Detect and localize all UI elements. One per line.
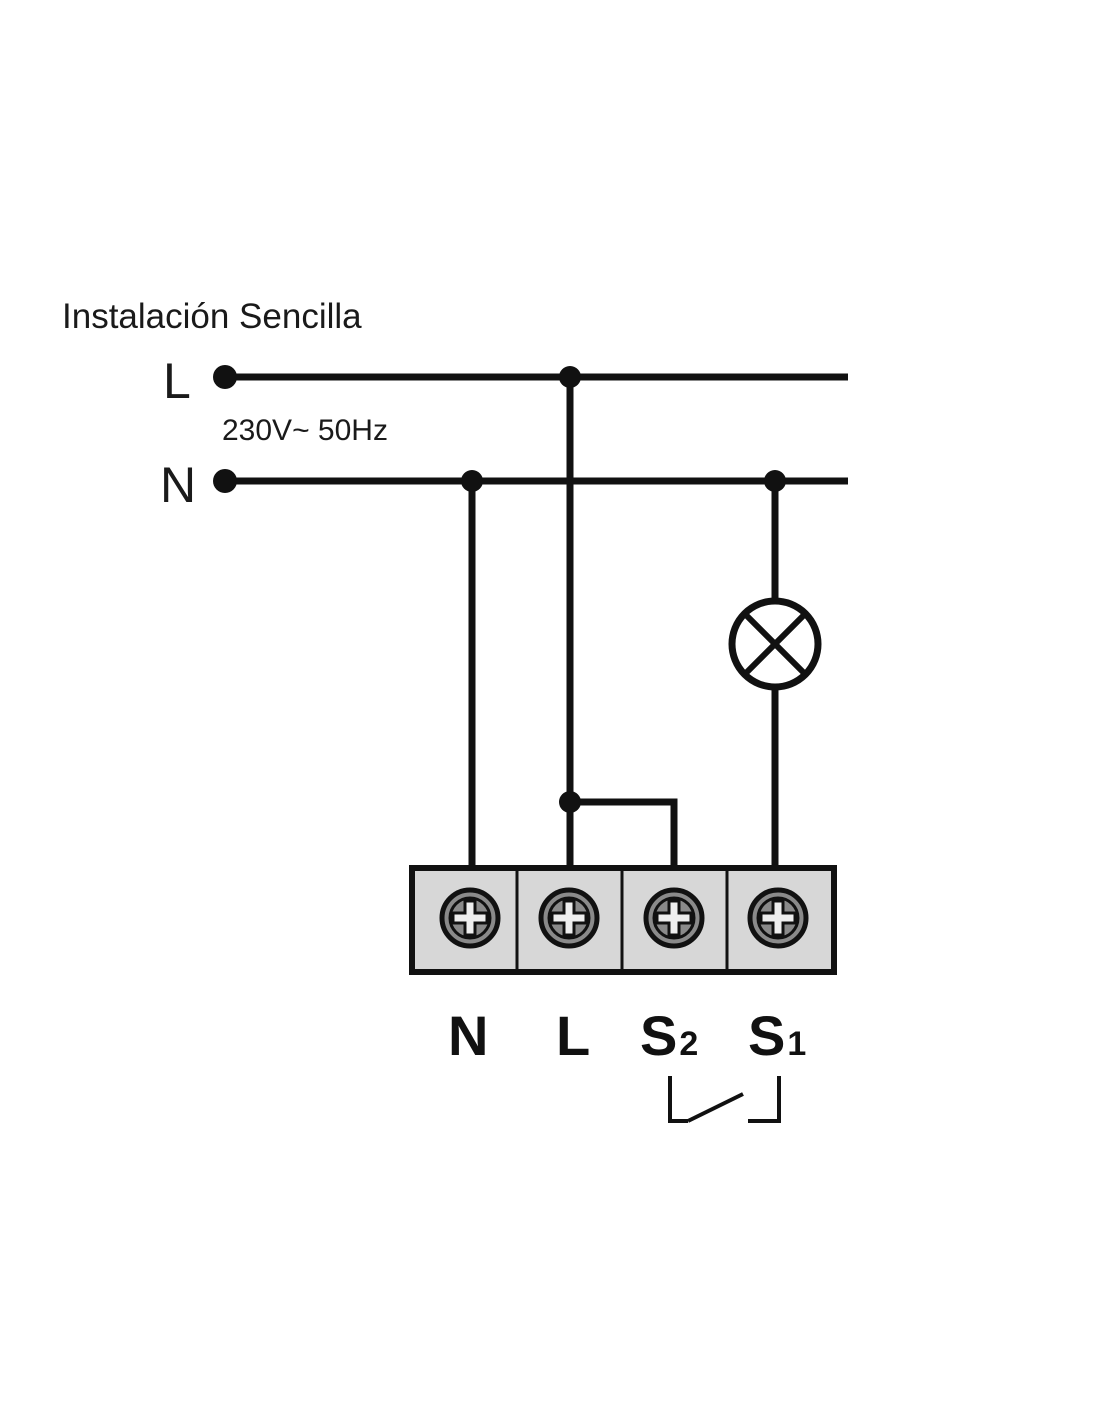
terminal-label-s2-letter: S	[640, 1004, 677, 1067]
pushbutton-switch-symbol	[668, 1076, 781, 1123]
terminal-label-s1: S1	[748, 1004, 806, 1067]
diagram-title: Instalación Sencilla	[62, 297, 362, 336]
terminal-label-s1-index: 1	[787, 1025, 806, 1063]
line-junction-node	[559, 366, 581, 388]
terminal-label-n: N	[448, 1004, 488, 1067]
terminal-label-s2: S2	[640, 1004, 698, 1067]
supply-neutral-label: N	[160, 457, 196, 513]
lamp-neutral-junction-node	[764, 470, 786, 492]
supply-line-label: L	[163, 353, 191, 409]
line-input-node	[213, 365, 237, 389]
terminal-screws	[439, 887, 809, 949]
neutral-junction-node	[461, 470, 483, 492]
terminal-label-l: L	[556, 1004, 590, 1067]
terminal-label-s2-index: 2	[679, 1025, 698, 1063]
screw-terminal-icon	[643, 887, 705, 949]
neutral-input-node	[213, 469, 237, 493]
bridge-junction-node	[559, 791, 581, 813]
lamp-icon	[728, 597, 822, 691]
supply-rating: 230V~ 50Hz	[222, 414, 388, 447]
screw-terminal-icon	[538, 887, 600, 949]
screw-terminal-icon	[747, 887, 809, 949]
l-to-s2-bridge-wire	[570, 798, 678, 866]
screw-terminal-icon	[439, 887, 501, 949]
terminal-label-s1-letter: S	[748, 1004, 785, 1067]
